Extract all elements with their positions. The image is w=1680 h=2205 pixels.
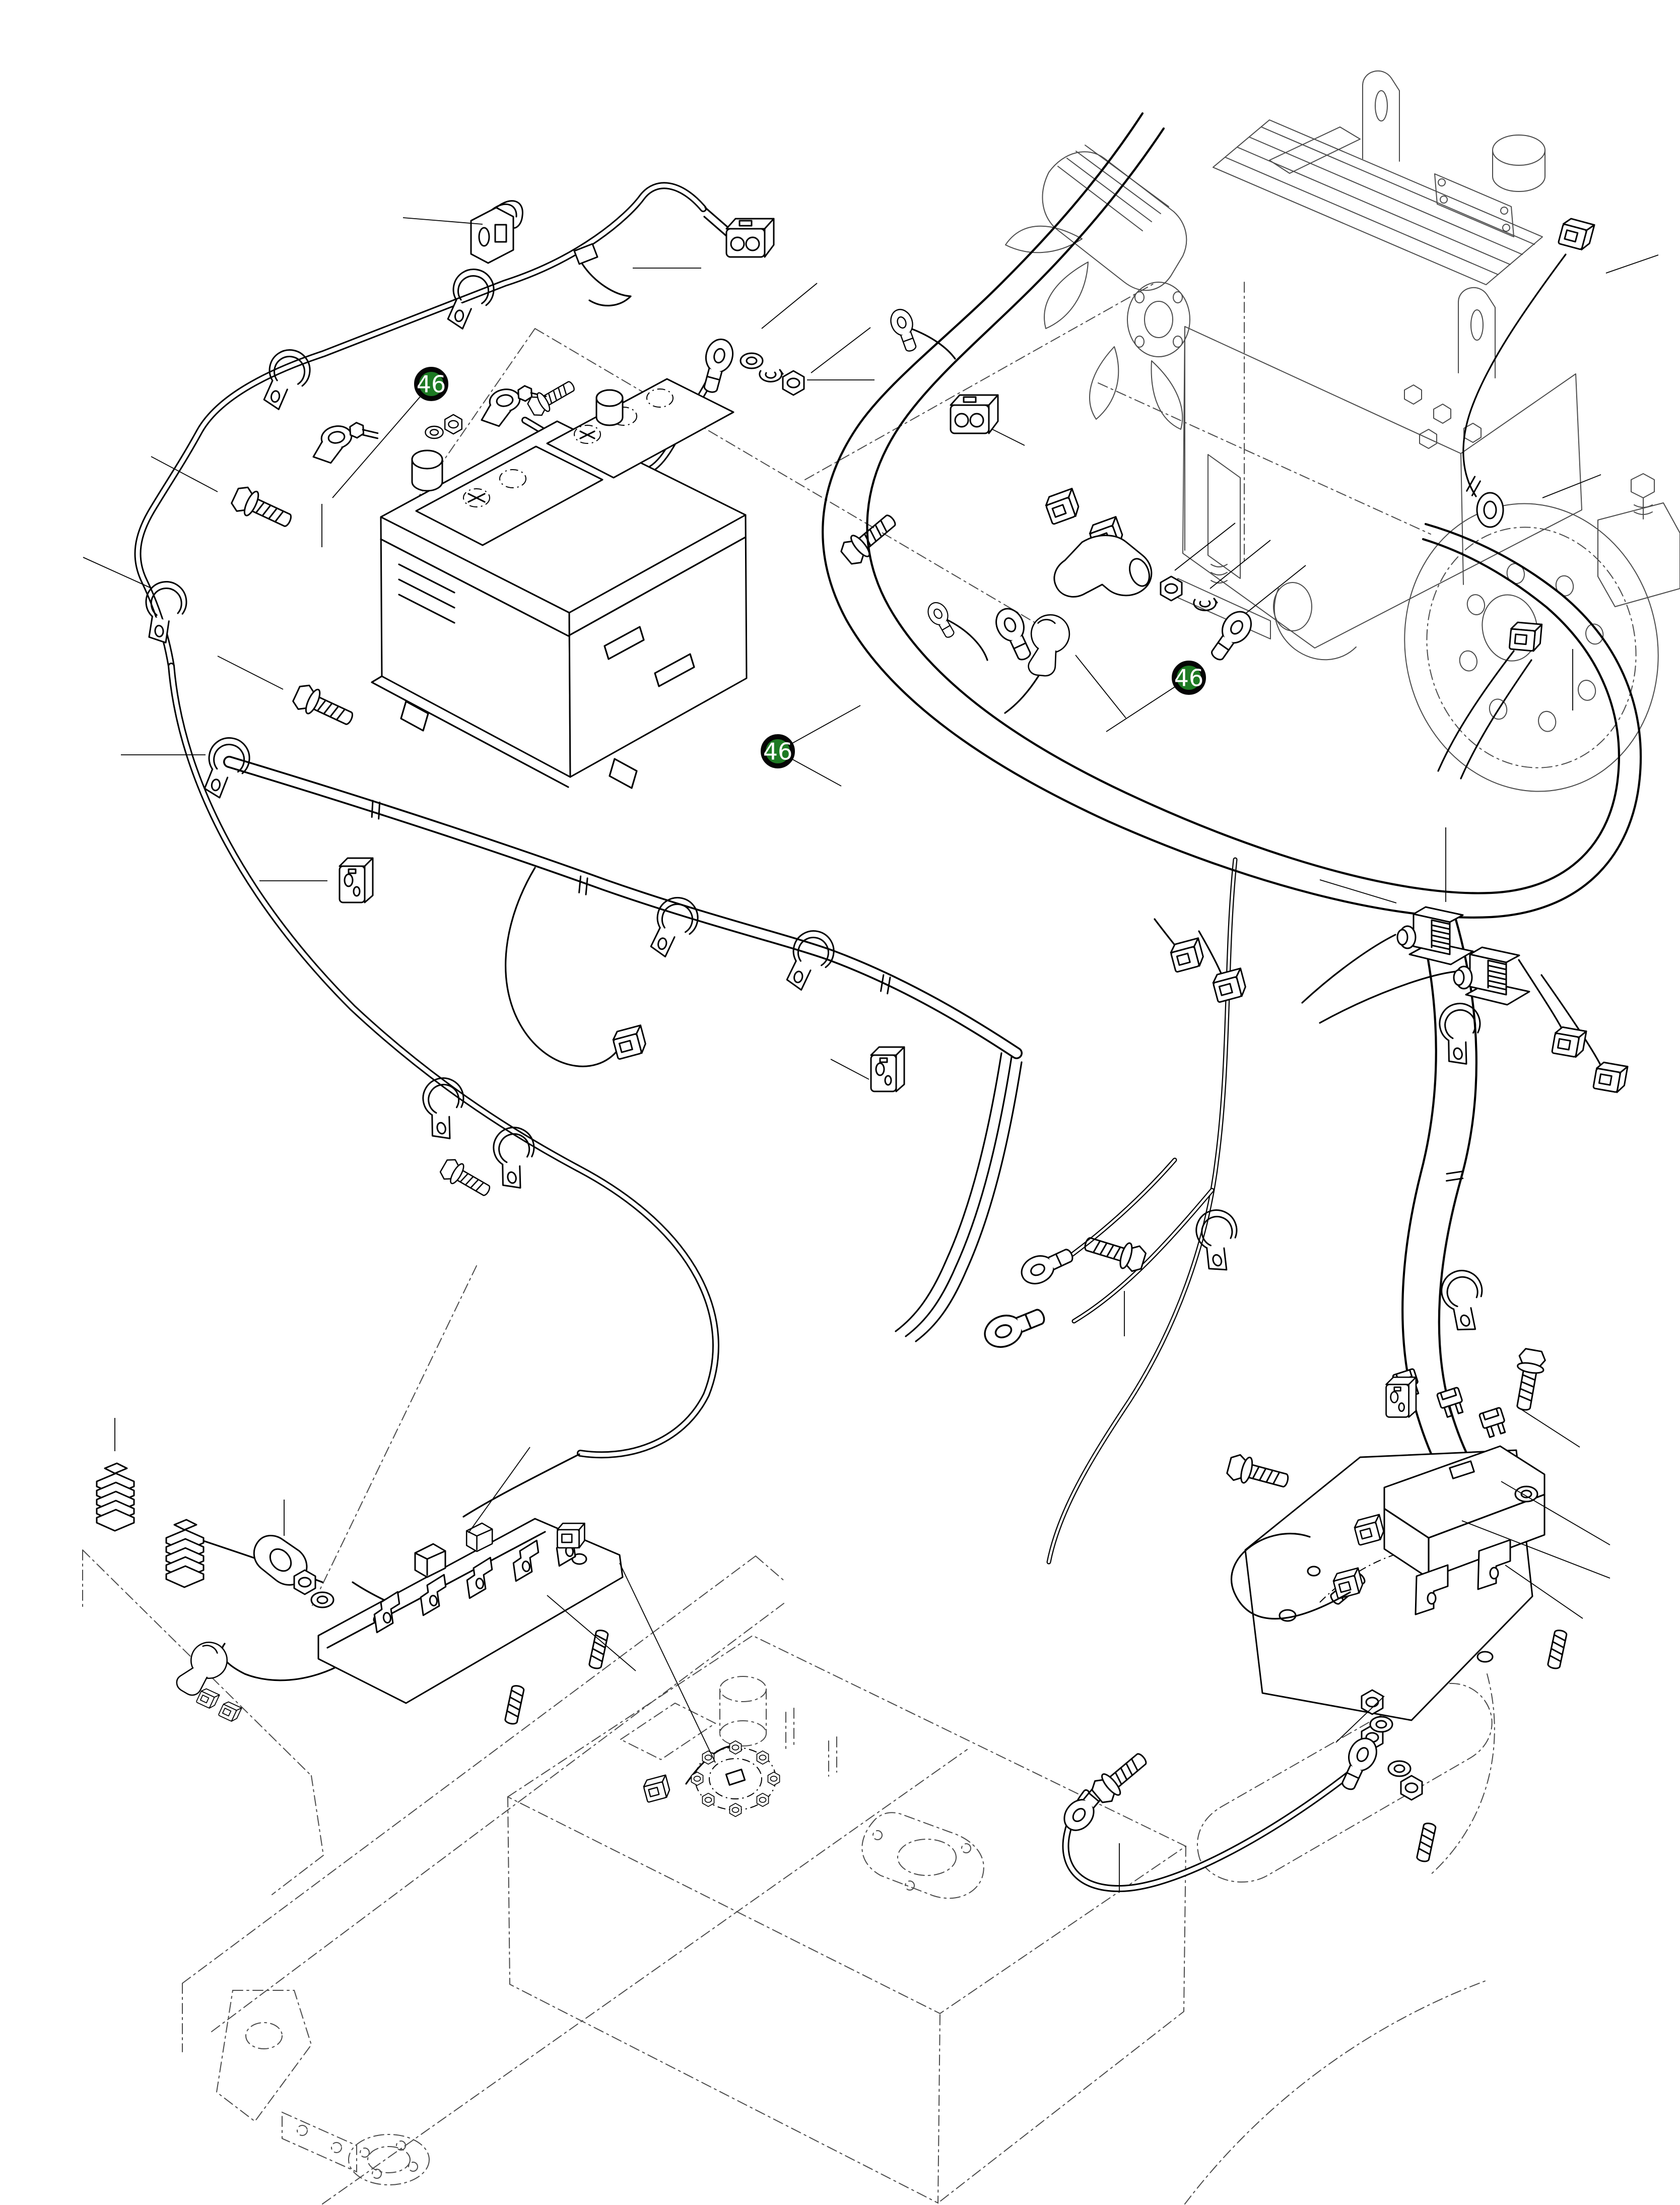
cable-clamp <box>1434 998 1491 1069</box>
fuse-holder-bracket-assembly <box>96 1462 624 1726</box>
solenoid-connector <box>1396 906 1474 965</box>
mounting-screw <box>1547 1629 1568 1670</box>
ring-terminal <box>1016 1241 1078 1290</box>
ring-terminal <box>1334 1733 1383 1795</box>
flange-bolt <box>1509 1347 1548 1413</box>
part-callout-badge[interactable]: 46 <box>1172 661 1206 695</box>
connector-blade <box>1557 216 1595 252</box>
cable-tie-block <box>870 1046 905 1092</box>
ring-terminal <box>979 1300 1050 1353</box>
part-callout-label: 46 <box>1174 665 1204 692</box>
connector-2-pin <box>725 218 775 258</box>
cable-clamp <box>1434 1263 1498 1337</box>
part-callout-badge[interactable]: 46 <box>761 734 795 768</box>
cable-strap <box>573 243 598 265</box>
ring-terminal <box>923 598 960 642</box>
cable-tie-block <box>339 857 374 903</box>
callout-leader-line <box>332 383 432 498</box>
blade-fuse <box>1478 1406 1509 1439</box>
washer <box>1369 1716 1393 1733</box>
nut <box>1160 575 1183 602</box>
connector-blade <box>611 1024 648 1060</box>
nut <box>1400 1775 1423 1801</box>
nut <box>1361 1689 1384 1715</box>
battery-terminal-clamp <box>308 418 382 467</box>
chassis-fuel-tank-context-drawing <box>82 283 1495 2204</box>
cable-clamp <box>262 346 314 415</box>
part-callout-badge[interactable]: 46 <box>414 367 448 401</box>
part-leader-lines <box>83 217 1659 1893</box>
lock-washer <box>1193 598 1218 611</box>
connector-blade <box>557 1522 585 1549</box>
connector-blade <box>641 1774 672 1803</box>
wiring-harness-cables <box>138 112 1642 1889</box>
washer <box>310 1591 334 1608</box>
rubber-elbow-boot <box>1053 535 1153 598</box>
mounting-screw <box>1416 1822 1437 1863</box>
washer <box>425 425 444 439</box>
cable-tie-block <box>1385 1376 1417 1418</box>
part-callout-label: 46 <box>763 738 793 765</box>
washer <box>1514 1485 1538 1503</box>
washer <box>1387 1760 1412 1777</box>
connector-2-pin <box>950 394 999 434</box>
bracket-foot <box>1415 1564 1449 1615</box>
flange-bolt <box>1225 1452 1292 1495</box>
nut <box>782 370 805 396</box>
connector-blade <box>1043 488 1082 526</box>
part-callout-label: 46 <box>417 371 446 398</box>
mounting-plate-assembly <box>1225 1347 1568 1750</box>
lock-washer <box>759 369 784 382</box>
harness-parts <box>144 200 1629 1353</box>
flange-bolt <box>525 375 579 419</box>
nut <box>444 414 462 435</box>
connector-blade <box>1592 1060 1629 1094</box>
ring-terminal <box>1203 605 1258 667</box>
callouts-layer: 46 46 46 <box>332 367 1206 787</box>
battery <box>371 378 748 789</box>
flange-bolt <box>290 681 358 732</box>
engine-context-drawing <box>1005 70 1680 792</box>
blade-fuse <box>1436 1386 1466 1419</box>
sensor-grommet <box>1476 492 1504 528</box>
mounting-screw <box>588 1629 610 1670</box>
cable-clamp <box>1190 1203 1250 1276</box>
connector-blade <box>1508 621 1543 653</box>
stacked-connector <box>96 1462 135 1532</box>
mounting-screw <box>504 1684 525 1726</box>
flange-bolt <box>437 1155 495 1202</box>
connector-blade <box>1211 967 1248 1003</box>
fuel-level-sender <box>641 1740 780 1818</box>
washer <box>740 352 764 369</box>
stacked-connector <box>165 1519 205 1588</box>
nut <box>293 1569 316 1595</box>
flange-bolt <box>1088 1746 1153 1807</box>
connector-blade <box>1551 1025 1587 1059</box>
flange-bolt <box>228 483 296 534</box>
connector-blade <box>1168 937 1206 973</box>
connector-blade <box>218 1700 242 1723</box>
cable-retainer-clip <box>470 200 523 264</box>
